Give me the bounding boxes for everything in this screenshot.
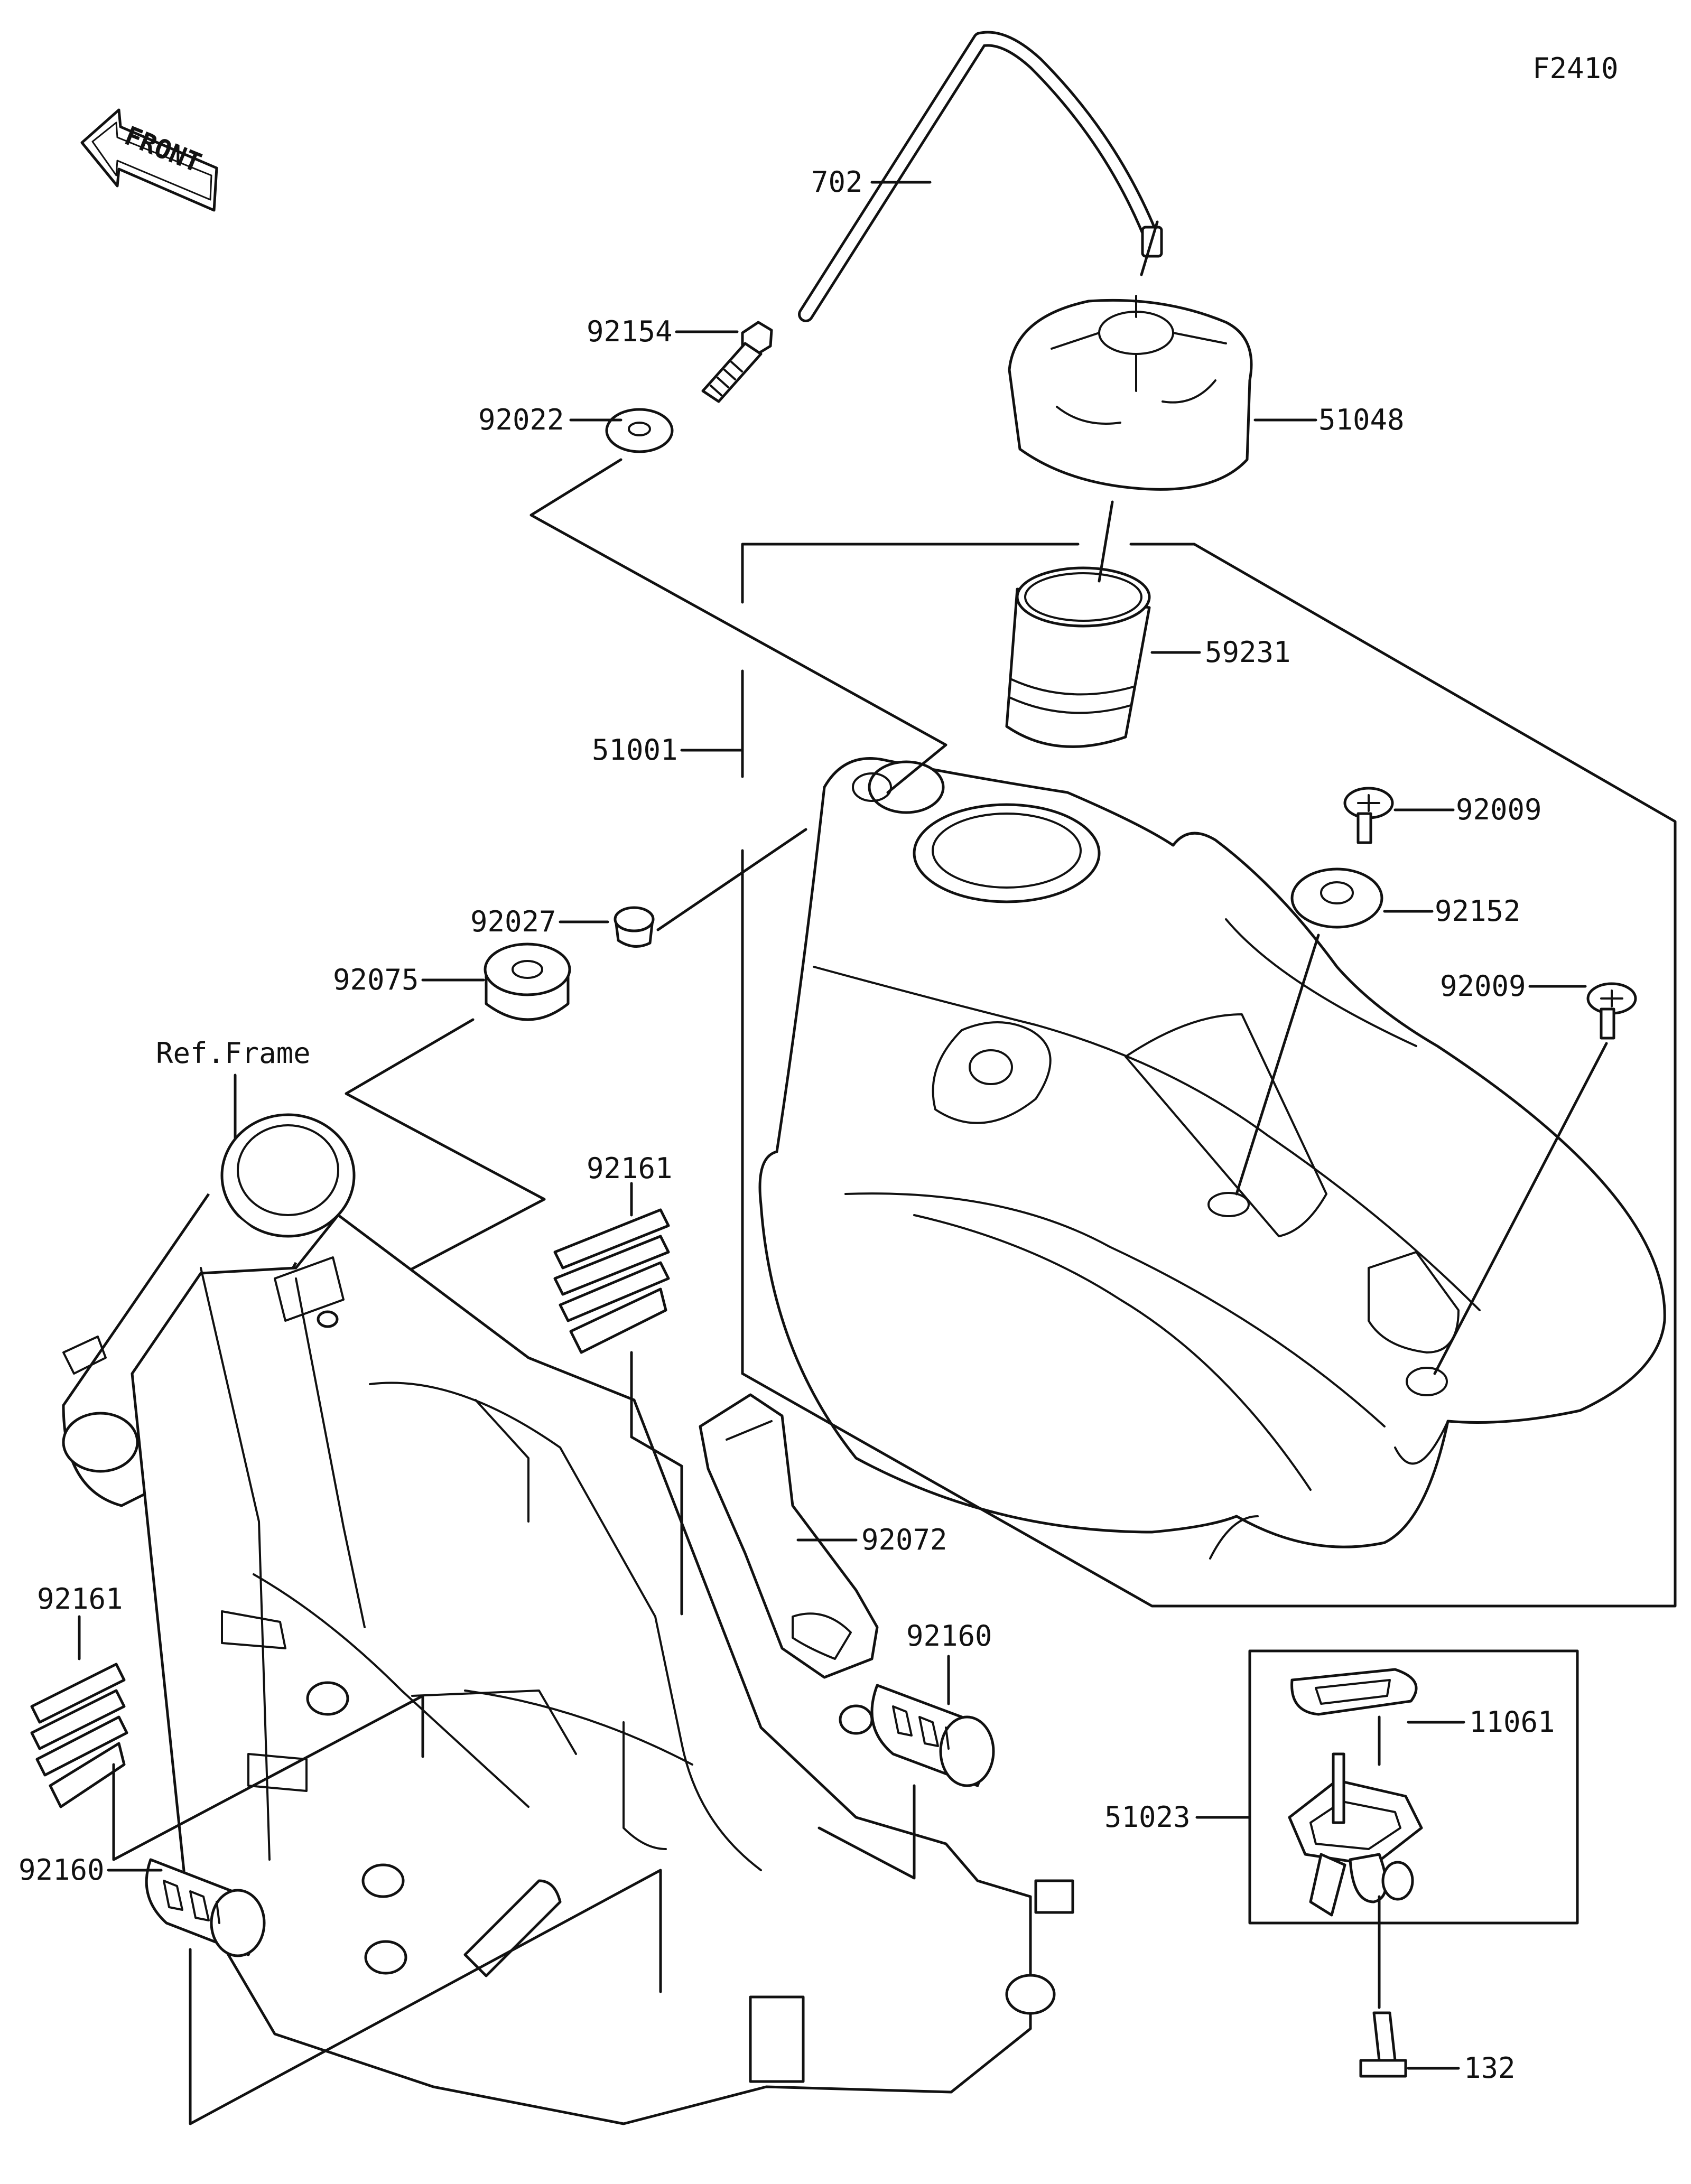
ref-frame-label: Ref.Frame bbox=[156, 1037, 311, 1070]
leader-92161a-down bbox=[630, 1351, 683, 1616]
label-92152: 92152 bbox=[1435, 894, 1521, 928]
screw-92009-lower bbox=[1586, 982, 1637, 1040]
label-59231: 59231 bbox=[1205, 636, 1291, 669]
leader-92027-to-tank bbox=[656, 828, 807, 931]
breather-hose bbox=[798, 31, 1163, 322]
bolt-92154 bbox=[701, 321, 773, 403]
collar-92027 bbox=[614, 906, 655, 948]
fuel-tank-51001 bbox=[758, 757, 1666, 1560]
tank-bracket bbox=[741, 543, 1677, 1608]
rubber-92161-upper bbox=[553, 1208, 670, 1354]
label-92160b: 92160 bbox=[18, 1853, 105, 1887]
label-92161a: 92161 bbox=[587, 1152, 673, 1185]
label-11061: 11061 bbox=[1469, 1705, 1555, 1739]
label-92022: 92022 bbox=[478, 403, 564, 436]
leader-92160b-down bbox=[189, 1869, 662, 2125]
diagram-code: F2410 bbox=[1532, 52, 1619, 85]
fuel-cap-51048 bbox=[1008, 295, 1253, 491]
filler-neck-59231 bbox=[1005, 566, 1151, 748]
bolt-132 bbox=[1359, 2011, 1407, 2078]
label-92160a: 92160 bbox=[906, 1619, 992, 1653]
grommet-92152 bbox=[1290, 867, 1383, 929]
screw-92009-upper bbox=[1343, 787, 1394, 844]
leader-92009b-down bbox=[1433, 1042, 1608, 1375]
band-92072 bbox=[699, 1393, 879, 1679]
label-92161b: 92161 bbox=[37, 1582, 123, 1616]
label-92009b: 92009 bbox=[1440, 969, 1526, 1003]
leader-92075-to-frame bbox=[342, 1018, 546, 1306]
rubber-92161-lower bbox=[30, 1663, 128, 1808]
leader-59231-up bbox=[1098, 500, 1114, 583]
label-92027: 92027 bbox=[470, 905, 556, 938]
rubber-92160-left bbox=[145, 1858, 266, 1957]
label-92154: 92154 bbox=[587, 315, 673, 348]
leader-51048 bbox=[1140, 220, 1159, 276]
leader-92152-down bbox=[1235, 934, 1320, 1196]
label-92075: 92075 bbox=[333, 963, 419, 996]
main-frame bbox=[62, 1113, 1074, 2125]
front-arrow-icon: FRONT bbox=[80, 108, 218, 212]
label-51001: 51001 bbox=[592, 733, 678, 767]
label-92072: 92072 bbox=[861, 1523, 947, 1556]
label-702: 702 bbox=[811, 165, 863, 199]
leader-92022-to-tank bbox=[529, 458, 947, 794]
label-132: 132 bbox=[1464, 2051, 1516, 2085]
rubber-92160-right bbox=[870, 1684, 995, 1787]
washer-92022 bbox=[605, 408, 674, 453]
damper-92075 bbox=[484, 942, 571, 1021]
leader-92161b-down bbox=[112, 1694, 424, 1861]
label-51023: 51023 bbox=[1104, 1800, 1191, 1834]
fuel-cock-51023 bbox=[1288, 1668, 1423, 1917]
label-51048: 51048 bbox=[1318, 403, 1405, 436]
label-92009a: 92009 bbox=[1456, 793, 1542, 826]
fuel-cock-box bbox=[1248, 1649, 1579, 1925]
leader-92160a-down bbox=[817, 1784, 916, 1880]
